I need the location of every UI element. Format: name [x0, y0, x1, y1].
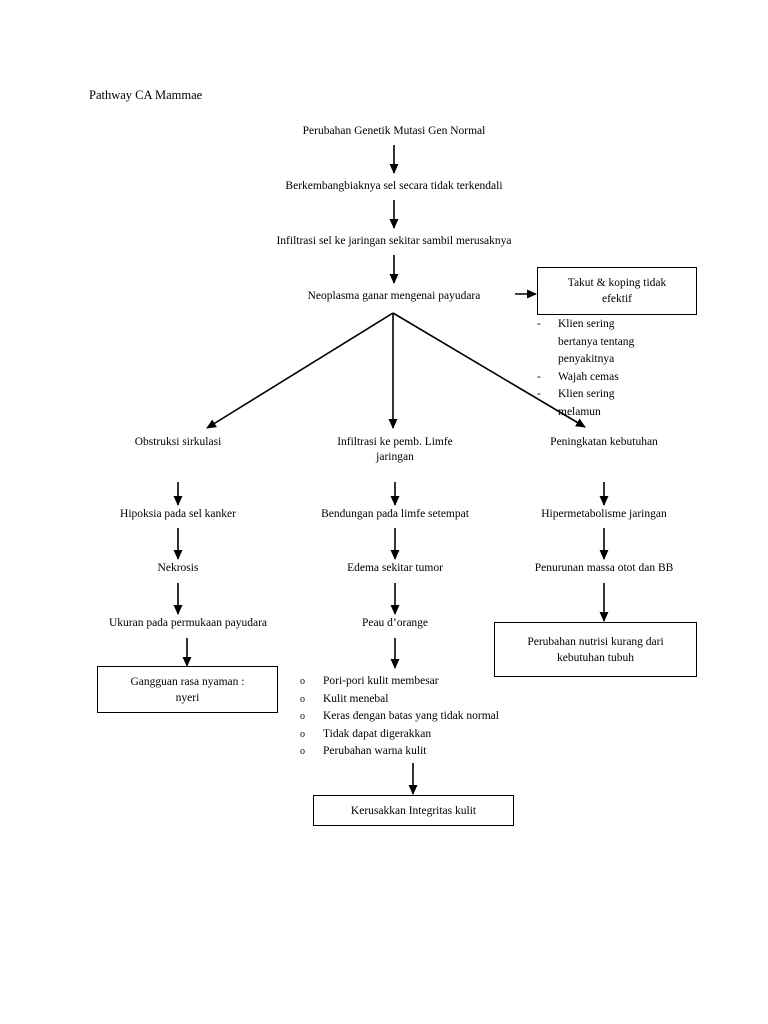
- node-nekrosis: Nekrosis: [157, 562, 199, 574]
- box-kerusakkan-integritas: Kerusakkan Integritas kulit: [313, 795, 514, 826]
- box-gangguan-rasa-nyaman: Gangguan rasa nyaman : nyeri: [97, 666, 278, 713]
- node-neoplasm: Neoplasma ganar mengenai payudara: [307, 290, 481, 302]
- node-infiltration: Infiltrasi sel ke jaringan sekitar sambi…: [276, 235, 512, 247]
- list-item-label: Perubahan warna kulit: [323, 745, 427, 758]
- node-peningkatan-kebutuhan: Peningkatan kebutuhan: [550, 436, 658, 448]
- box-perubahan-nutrisi: Perubahan nutrisi kurang dari kebutuhan …: [494, 622, 697, 677]
- skin-signs-list: o Pori-pori kulit membesar o Kulit meneb…: [300, 673, 600, 761]
- circle-bullet-icon: o: [300, 711, 305, 723]
- list-item: - Klien sering bertanya tentang penyakit…: [537, 316, 687, 369]
- list-item-label: Klien sering melamun: [558, 388, 615, 418]
- circle-bullet-icon: o: [300, 693, 305, 705]
- node-edema-tumor: Edema sekitar tumor: [347, 562, 443, 574]
- list-item-label: Pori-pori kulit membesar: [323, 675, 439, 687]
- arrow-fan-left: [206, 312, 394, 429]
- list-item-label: Wajah cemas: [558, 370, 619, 383]
- dash-bullet-icon: -: [537, 318, 541, 330]
- node-genetic-mutation: Perubahan Genetik Mutasi Gen Normal: [302, 125, 486, 137]
- node-ukuran-permukaan: Ukuran pada permukaan payudara: [108, 617, 268, 629]
- list-item-label: Kulit menebal: [323, 692, 389, 705]
- node-peau-dorange: Peau d’orange: [361, 617, 429, 629]
- circle-bullet-icon: o: [300, 676, 305, 687]
- node-obstruksi-sirkulasi: Obstruksi sirkulasi: [134, 436, 222, 448]
- node-bendungan-limfe: Bendungan pada limfe setempat: [321, 508, 469, 520]
- dash-bullet-icon: -: [537, 370, 541, 383]
- page-title: Pathway CA Mammae: [89, 88, 203, 102]
- circle-bullet-icon: o: [300, 728, 305, 740]
- box-takut-koping: Takut & koping tidak efektif: [537, 267, 697, 315]
- circle-bullet-icon: o: [300, 746, 305, 758]
- dash-bullet-icon: -: [537, 388, 541, 401]
- list-item: o Tidak dapat digerakkan: [300, 726, 600, 744]
- list-item: - Klien sering melamun: [537, 386, 687, 421]
- list-item: - Wajah cemas: [537, 369, 687, 387]
- list-item: o Kulit menebal: [300, 691, 600, 709]
- node-hipoksia: Hipoksia pada sel kanker: [120, 508, 236, 520]
- list-item-label: Keras dengan batas yang tidak normal: [323, 710, 499, 723]
- list-item-label: Tidak dapat digerakkan: [323, 727, 432, 740]
- list-item: o Perubahan warna kulit: [300, 743, 600, 761]
- list-item-label: Klien sering bertanya tentang penyakitny…: [558, 318, 635, 366]
- coping-signs-list: - Klien sering bertanya tentang penyakit…: [537, 316, 687, 422]
- node-infiltrasi-limfe: Infiltrasi ke pemb. Limfe jaringan: [337, 436, 453, 463]
- node-penurunan-massa-otot: Penurunan massa otot dan BB: [534, 562, 674, 574]
- node-uncontrolled-proliferation: Berkembangbiaknya sel secara tidak terke…: [285, 180, 503, 192]
- list-item: o Pori-pori kulit membesar: [300, 673, 600, 691]
- list-item: o Keras dengan batas yang tidak normal: [300, 708, 600, 726]
- node-hipermetabolisme: Hipermetabolisme jaringan: [541, 508, 667, 520]
